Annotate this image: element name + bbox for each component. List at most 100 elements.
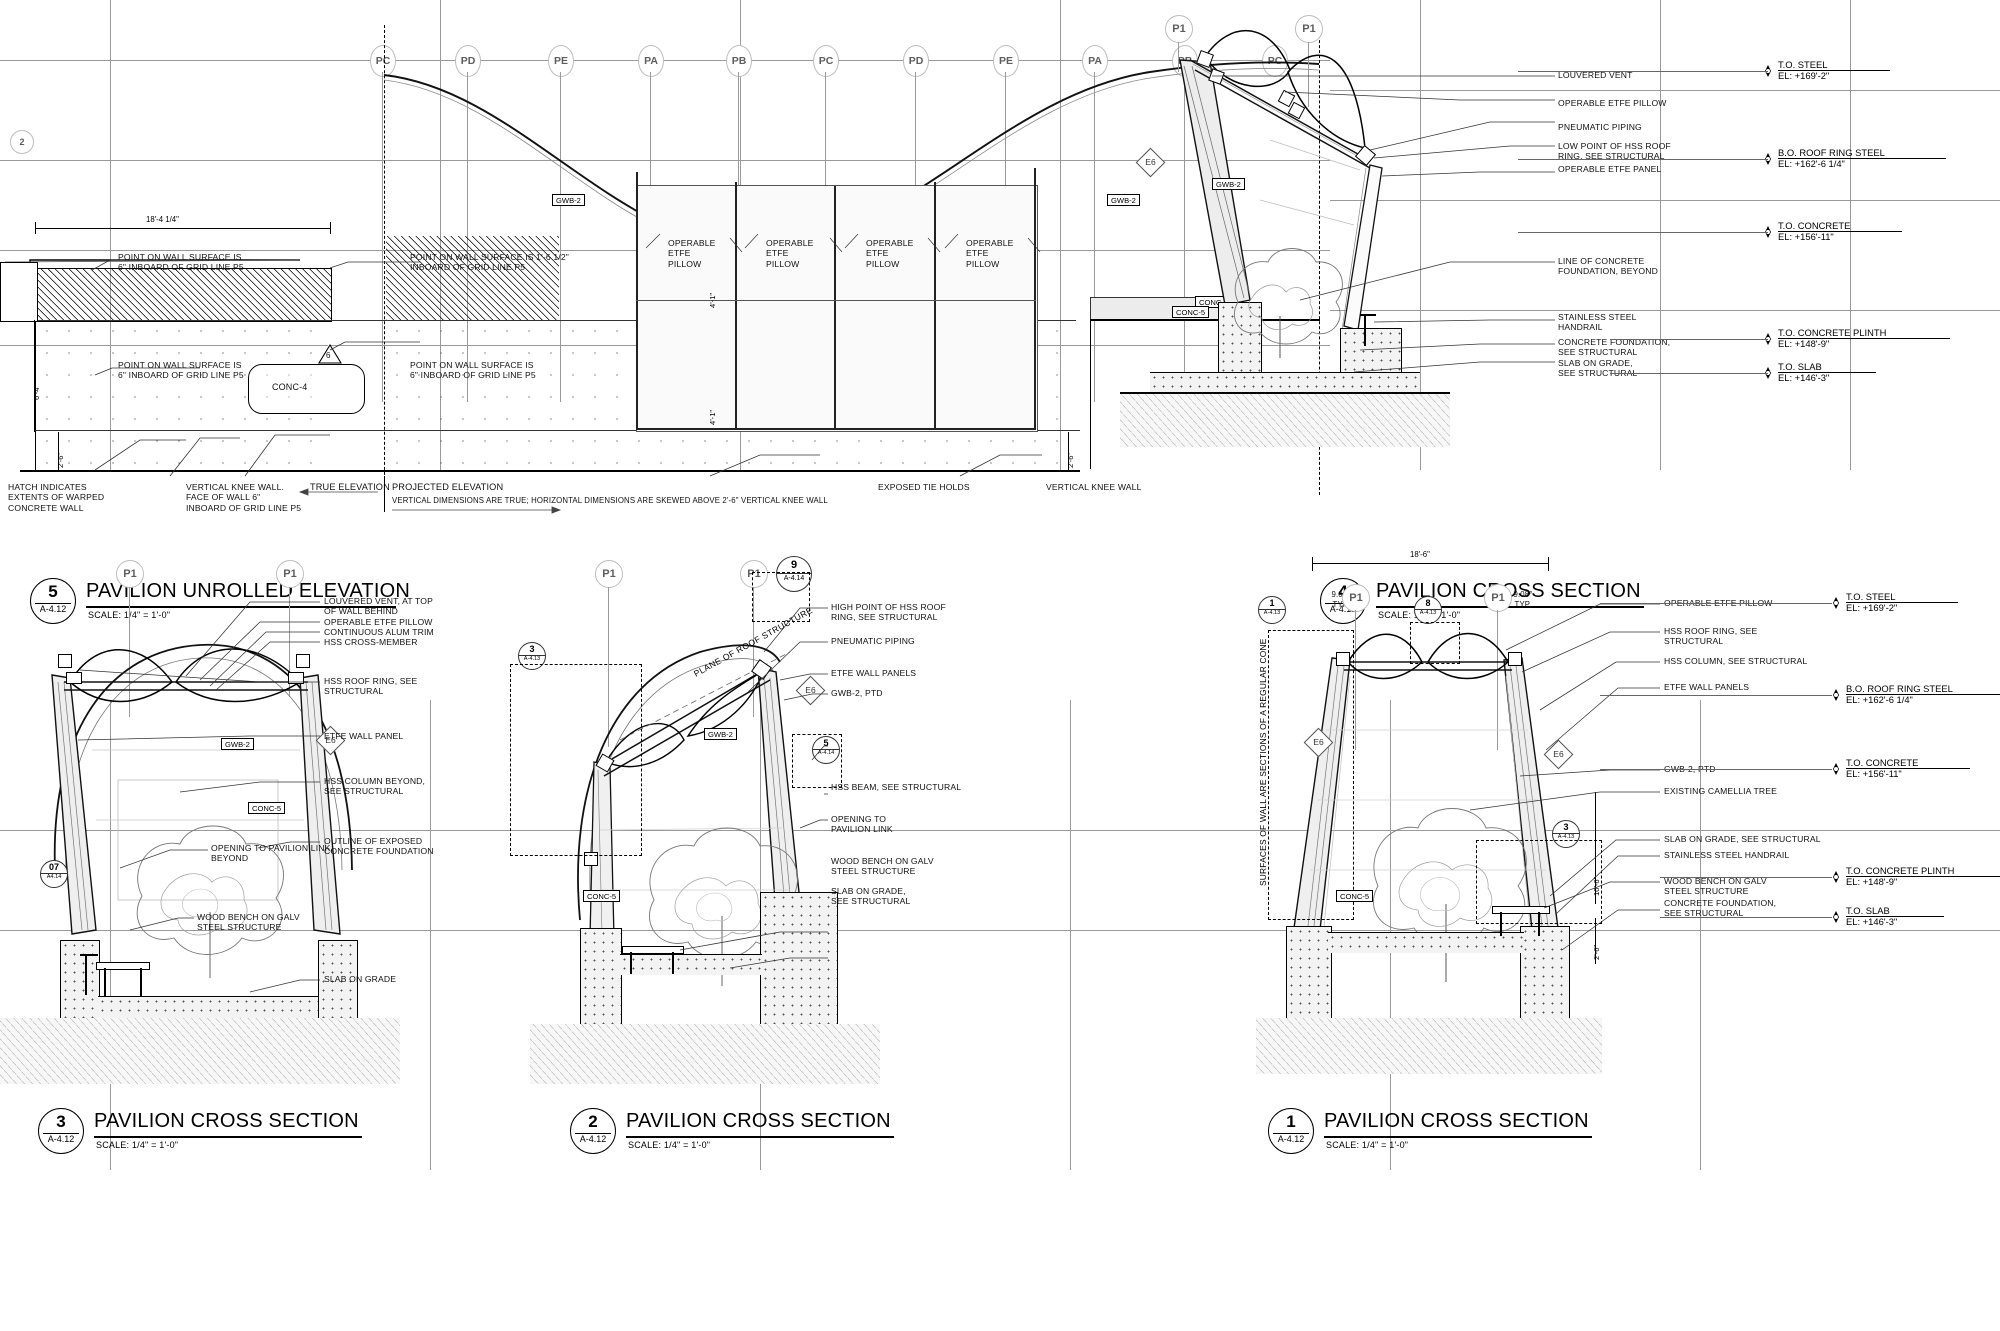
wood-bench-d2: [622, 946, 684, 954]
pillow-leaders: [645, 233, 1041, 253]
keynote-gwb-2-a[interactable]: GWB-2: [552, 194, 585, 206]
grid-bubble-pb-1: PB: [726, 45, 752, 77]
titleblock-2-bubble[interactable]: 2 A-4.12: [570, 1108, 616, 1154]
elev-value: EL: +148'-9": [1846, 876, 1898, 887]
titleblock-2-title: PAVILION CROSS SECTION: [626, 1110, 891, 1132]
warped-wall-hatch: [35, 268, 332, 322]
note-vertical-knee-wall-face: VERTICAL KNEE WALL. FACE OF WALL 6" INBO…: [186, 482, 302, 513]
detail-ref-07[interactable]: 07 A4.14: [40, 860, 68, 888]
keynote-conc-4[interactable]: CONC-4: [272, 382, 308, 392]
keynote-d4-conc-5[interactable]: CONC-5: [1172, 306, 1210, 318]
titleblock-2-sheet: A-4.12: [575, 1133, 611, 1145]
foundation-right-d2: [760, 892, 838, 1026]
cross-member-right: [288, 672, 304, 684]
note-d3-wood-bench: WOOD BENCH ON GALV STEEL STRUCTURE: [197, 912, 300, 933]
note-d3-etfe-pillow: OPERABLE ETFE PILLOW: [324, 617, 433, 627]
detail-ref-3-d2[interactable]: 3 A-4.13: [518, 642, 546, 670]
cross-member-left: [66, 672, 82, 684]
titleblock-5-number: 5: [48, 582, 58, 601]
note-d1-handrail: STAINLESS STEEL HANDRAIL: [1664, 850, 1790, 860]
keynote-d2-gwb-2[interactable]: GWB-2: [704, 728, 737, 740]
ring-node-left: [58, 654, 72, 668]
titleblock-3-scale: SCALE: 1/4" = 1'-0": [96, 1140, 179, 1150]
elev-label: B.O. ROOF RING STEEL: [1778, 147, 1885, 158]
node-d1-right: [1508, 652, 1522, 666]
note-projected-elevation: VERTICAL DIMENSIONS ARE TRUE; HORIZONTAL…: [392, 496, 828, 505]
elev-label: T.O. CONCRETE PLINTH: [1846, 865, 1955, 876]
titleblock-3-sheet: A-4.12: [43, 1133, 79, 1145]
titleblock-3-bubble[interactable]: 3 A-4.12: [38, 1108, 84, 1154]
titleblock-5-sheet: A-4.12: [35, 603, 71, 615]
grade-hatch: [1120, 392, 1450, 447]
foundation-left-d2: [580, 928, 622, 1026]
keynote-gwb-2-b[interactable]: GWB-2: [1107, 194, 1140, 206]
note-vertical-knee-wall: VERTICAL KNEE WALL: [1046, 482, 1142, 492]
foundation-right-d1: [1520, 926, 1570, 1020]
grid-bubble-pc-1: PC: [370, 45, 396, 77]
label-true-elevation: TRUE ELEVATION: [310, 482, 390, 492]
grid-bubble-pc-2: PC: [813, 45, 839, 77]
grid-bubble-d3-p1-right: P1: [276, 560, 304, 588]
slab-on-grade-d1: [1328, 932, 1524, 953]
elev-label: T.O. CONCRETE PLINTH: [1778, 327, 1887, 338]
titleblock-3-number: 3: [56, 1112, 66, 1131]
keynote-d2-conc-5[interactable]: CONC-5: [583, 890, 621, 902]
note-d4-pneumatic-piping: PNEUMATIC PIPING: [1558, 122, 1642, 132]
elev-value: EL: +162'-6 1/4": [1778, 158, 1845, 169]
detail-ref-3-d1[interactable]: 3 A-4.13: [1552, 820, 1580, 848]
note-d3-outline-foundation: OUTLINE OF EXPOSED CONCRETE FOUNDATION: [324, 836, 434, 857]
elev-value: EL: +156'-11": [1778, 231, 1834, 242]
note-point-wall-3: POINT ON WALL SURFACE IS 6" INBOARD OF G…: [118, 360, 244, 381]
keynote-d3-conc-5[interactable]: CONC-5: [248, 802, 286, 814]
note-d1-hss-roof-ring: HSS ROOF RING, SEE STRUCTURAL: [1664, 626, 1758, 647]
elev-label: T.O. STEEL: [1846, 591, 1896, 602]
grade-hatch-d2: [530, 1024, 880, 1084]
note-hatch-indicates: HATCH INDICATES EXTENTS OF WARPED CONCRE…: [8, 482, 105, 513]
grid-bubble-pa-2: PA: [1082, 45, 1108, 77]
revision-triangle: 6: [318, 343, 342, 364]
note-d4-line-of-foundation: LINE OF CONCRETE FOUNDATION, BEYOND: [1558, 256, 1658, 277]
grid-bubble-pe-1: PE: [548, 45, 574, 77]
keynote-d3-gwb-2[interactable]: GWB-2: [221, 738, 254, 750]
elev-label: T.O. SLAB: [1778, 361, 1822, 372]
detail-ref-5-d2[interactable]: 5 A-4.14: [812, 736, 840, 764]
note-d3-etfe-wall-panel: ETFE WALL PANEL: [324, 731, 404, 741]
note-d3-roof-ring: HSS ROOF RING, SEE STRUCTURAL: [324, 676, 418, 697]
etfe-panel-bay: [636, 185, 1038, 432]
note-etfe-pillow-2: OPERABLE ETFE PILLOW: [766, 238, 814, 269]
drawing-5-unrolled-elevation: 2 PC PD PE PA PB PC PD PE PA PB PC: [0, 0, 1330, 624]
note-d4-etfe-pillow: OPERABLE ETFE PILLOW: [1558, 98, 1667, 108]
titleblock-5-bubble[interactable]: 5 A-4.12: [30, 578, 76, 624]
revision-number: 6: [326, 351, 331, 360]
detail-ref-8-d1[interactable]: 8 A-4.13: [1414, 596, 1442, 624]
detail-ref-9-d2[interactable]: 9 A-4.14: [776, 556, 812, 592]
note-d2-hss-beam: HSS BEAM, SEE STRUCTURAL: [831, 782, 962, 792]
elev-label: T.O. CONCRETE: [1778, 220, 1851, 231]
note-d2-slab-on-grade: SLAB ON GRADE, SEE STRUCTURAL: [831, 886, 911, 907]
titleblock-1-bubble[interactable]: 1 A-4.12: [1268, 1108, 1314, 1154]
warped-wall-hatch-2: [386, 236, 559, 321]
keynote-d1-conc-5[interactable]: CONC-5: [1336, 890, 1374, 902]
titleblock-1-sheet: A-4.12: [1273, 1133, 1309, 1145]
titleblock-2-scale: SCALE: 1/4" = 1'-0": [628, 1140, 711, 1150]
note-d1-concrete-foundation: CONCRETE FOUNDATION, SEE STRUCTURAL: [1664, 898, 1777, 919]
grid-bubble-p1-right: P1: [1295, 15, 1323, 43]
leader-lines-d2: [679, 607, 828, 969]
keynote-d4-gwb-2[interactable]: GWB-2: [1212, 178, 1245, 190]
note-d3-alum-trim: CONTINUOUS ALUM TRIM: [324, 627, 434, 637]
note-d2-wood-bench: WOOD BENCH ON GALV STEEL STRUCTURE: [831, 856, 934, 877]
elev-label: T.O. SLAB: [1846, 905, 1890, 916]
drawing-1-cross-section: 18'-6" 9.08° TYP. 9.08° TYP. P1 P1: [1256, 550, 2000, 1330]
dim-d1-angle-right: 9.08° TYP.: [1513, 590, 1533, 610]
titleblock-5-title: PAVILION UNROLLED ELEVATION: [86, 580, 411, 602]
elev-label: T.O. STEEL: [1778, 59, 1828, 70]
foundation-right-d3: [318, 940, 358, 1022]
note-point-wall-2: POINT ON WALL SURFACE IS 1'-6 1/2" INBOA…: [410, 252, 569, 273]
elev-label: B.O. ROOF RING STEEL: [1846, 683, 1953, 694]
detail-ref-1-d1[interactable]: 1 A-4.13: [1258, 596, 1286, 624]
note-d1-slab-on-grade: SLAB ON GRADE, SEE STRUCTURAL: [1664, 834, 1821, 844]
elev-value: EL: +146'-3": [1846, 916, 1898, 927]
note-d4-slab-on-grade: SLAB ON GRADE, SEE STRUCTURAL: [1558, 358, 1638, 379]
note-d1-etfe-wall-panels: ETFE WALL PANELS: [1664, 682, 1750, 692]
